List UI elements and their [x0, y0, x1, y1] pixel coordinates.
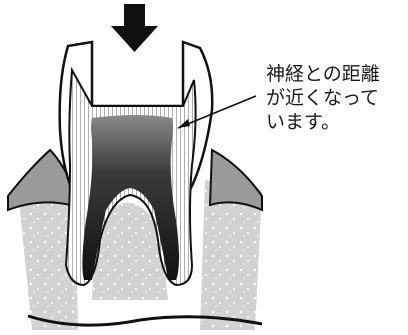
annotation-line-3: います。	[266, 110, 408, 134]
gum-left	[8, 150, 70, 210]
gum-right	[210, 150, 262, 210]
down-arrow-icon	[111, 4, 158, 52]
annotation-line-1: 神経との距離	[266, 62, 408, 86]
annotation-line-2: が近くなって	[266, 86, 408, 110]
nerve-distance-annotation: 神経との距離 が近くなって います。	[266, 62, 408, 134]
